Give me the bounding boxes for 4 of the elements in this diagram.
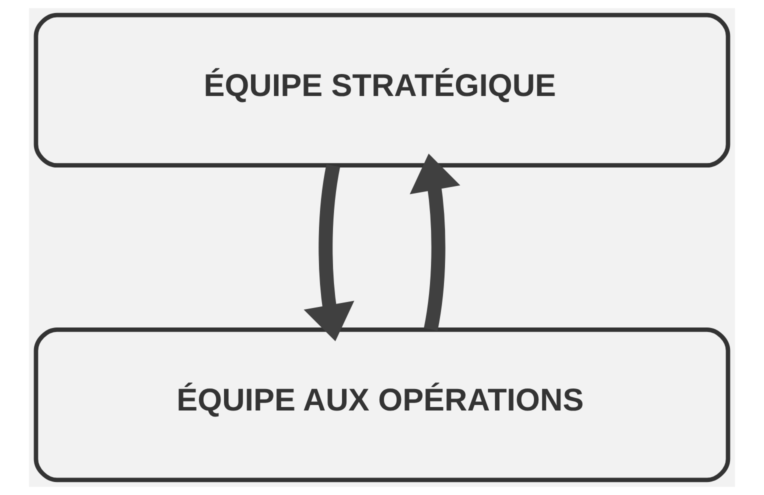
node-box: ÉQUIPE STRATÉGIQUE bbox=[34, 12, 730, 168]
node-box: ÉQUIPE AUX OPÉRATIONS bbox=[34, 327, 730, 482]
arrow bbox=[410, 154, 460, 331]
arrow bbox=[304, 164, 354, 342]
